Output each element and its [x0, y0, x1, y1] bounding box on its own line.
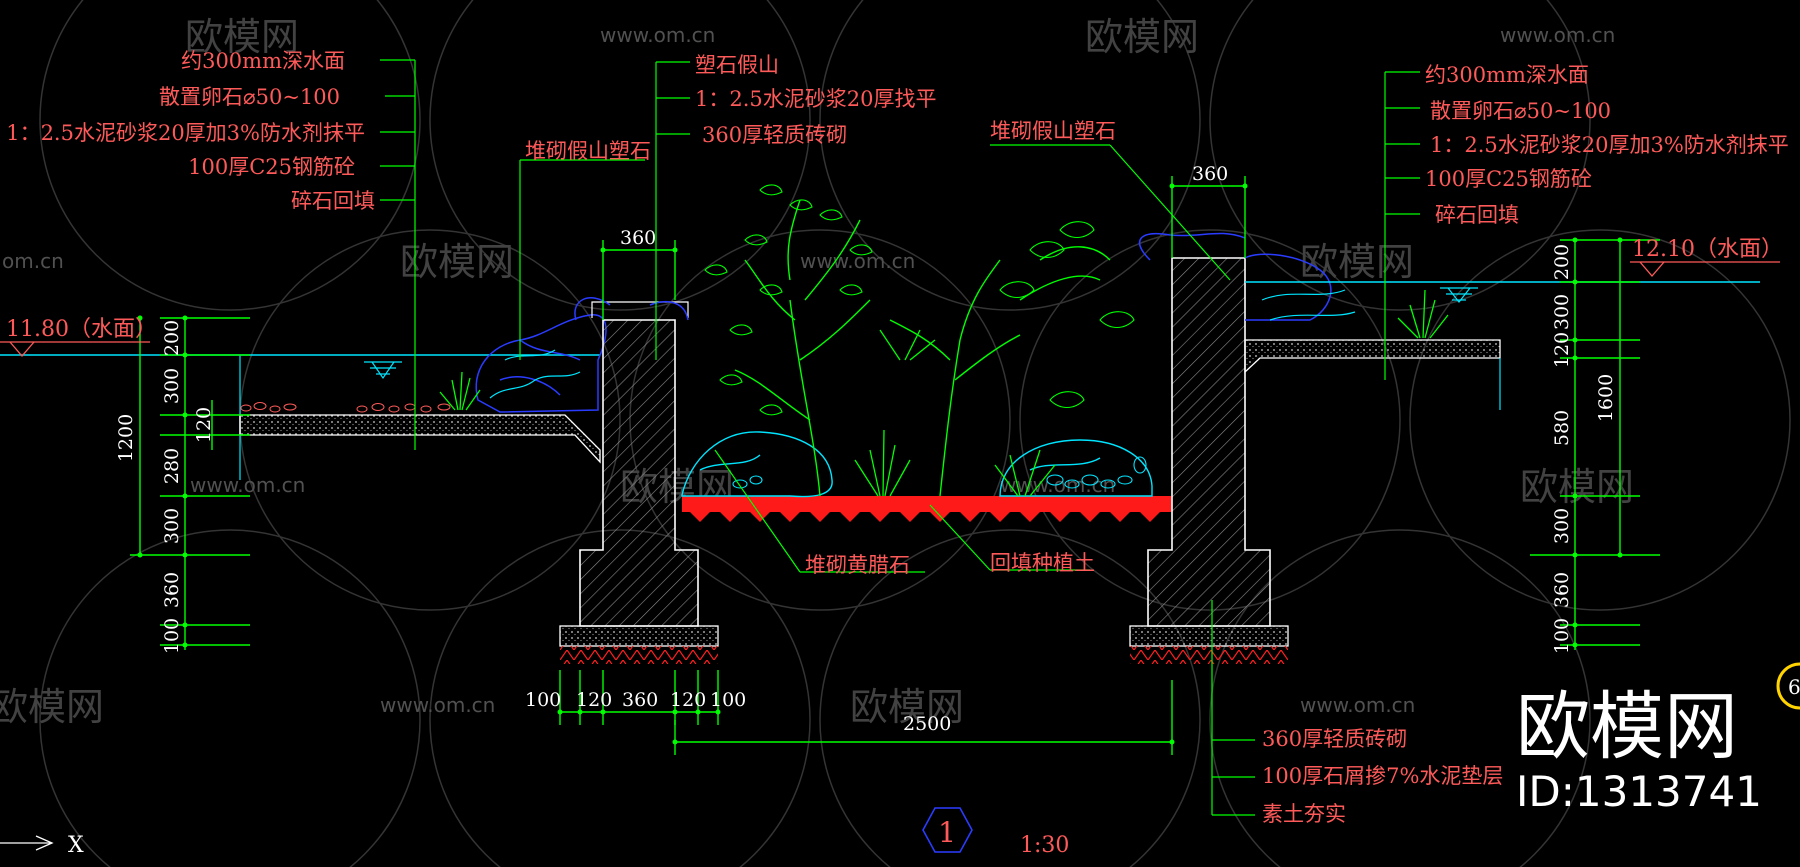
watermark-site: www.om.cn [800, 249, 915, 273]
leader-lines [380, 59, 1420, 816]
left-layer-label: 碎石回填 [291, 189, 375, 213]
center-planter [681, 184, 1172, 522]
annotation-labels: 约300mm深水面 散置卵石⌀50~100 1：2.5水泥砂浆20厚加3%防水剂… [6, 49, 1789, 858]
brand-logo: 欧模网 ID:1313741 [1516, 684, 1762, 816]
watermark-brand: 欧模网 [185, 15, 299, 59]
left-water-level: 11.80（水面） [6, 317, 157, 342]
edge-badge-label: 6 [1788, 675, 1800, 699]
right-pool-section [1244, 281, 1760, 410]
dim-left-total: 1200 [115, 414, 137, 462]
watermark-brand: 欧模网 [1085, 15, 1199, 59]
watermark-brand: 欧模网 [1300, 240, 1414, 284]
dim-span: 2500 [903, 713, 951, 735]
dim-footing: 100 [525, 689, 561, 711]
yellow-stone-label: 堆砌黄腊石 [805, 553, 910, 577]
dim-right: 120 [1551, 332, 1573, 368]
center-layer-label: 1：2.5水泥砂浆20厚找平 [695, 87, 936, 111]
dim-right: 300 [1551, 294, 1573, 330]
watermark-site: www.om.cn [600, 23, 715, 47]
right-layer-label: 约300mm深水面 [1425, 63, 1589, 87]
dim-footing: 120 [576, 689, 612, 711]
dim-right: 360 [1551, 572, 1573, 608]
water-level-markers [0, 261, 1780, 357]
left-layer-label: 1：2.5水泥砂浆20厚加3%防水剂抹平 [6, 121, 365, 145]
logo-id: ID:1313741 [1516, 767, 1762, 816]
dim-wall-right: 360 [1192, 163, 1228, 185]
dim-left: 360 [161, 572, 183, 608]
center-layer-label: 360厚轻质砖砌 [702, 123, 847, 147]
edge-badge: 6 [1776, 662, 1800, 710]
dim-left: 300 [161, 508, 183, 544]
dimension-labels: 360 360 100 120 360 120 100 2500 200 300… [115, 163, 1617, 735]
dim-right: 200 [1551, 244, 1573, 280]
dim-left: 300 [161, 368, 183, 404]
watermark-brand: 欧模网 [850, 685, 964, 729]
dim-left: 200 [161, 320, 183, 356]
center-layer-label: 塑石假山 [695, 53, 779, 77]
section-number: 1 [938, 816, 956, 849]
watermark-site: www.om.cn [1300, 693, 1415, 717]
right-layer-label: 1：2.5水泥砂浆20厚加3%防水剂抹平 [1430, 133, 1789, 157]
left-layer-label: 约300mm深水面 [181, 49, 345, 73]
right-rock-label: 堆砌假山塑石 [990, 119, 1116, 143]
right-layer-label: 碎石回填 [1435, 203, 1519, 227]
right-retaining-wall [1129, 232, 1332, 664]
right-layer-label: 100厚C25钢筋砼 [1425, 167, 1592, 191]
base-layer-label: 360厚轻质砖砌 [1262, 727, 1407, 751]
dimension-ticks [137, 183, 1623, 745]
dim-right: 300 [1551, 508, 1573, 544]
dim-wall-left: 360 [620, 227, 656, 249]
watermark-site: www.om.cn [190, 473, 305, 497]
watermark-brand: 欧模网 [0, 685, 104, 729]
dim-left-inner: 120 [193, 407, 215, 443]
section-marker: 1 [922, 807, 973, 853]
ucs-icon: X [0, 833, 84, 858]
dim-left: 280 [161, 448, 183, 484]
ucs-x-label: X [68, 833, 84, 858]
base-layer-label: 100厚石屑掺7%水泥垫层 [1262, 764, 1503, 788]
dim-footing: 100 [710, 689, 746, 711]
right-layer-label: 散置卵石⌀50~100 [1430, 99, 1611, 123]
watermark-site: www.om.cn [1500, 23, 1615, 47]
dim-footing: 360 [622, 689, 658, 711]
watermark-site: www.om.cn [380, 693, 495, 717]
dim-right: 580 [1551, 410, 1573, 446]
dim-right-total: 1600 [1595, 374, 1617, 422]
watermark-brand: 欧模网 [1520, 465, 1634, 509]
left-rock-label: 堆砌假山塑石 [525, 139, 651, 163]
right-water-level: 12.10（水面） [1632, 237, 1783, 262]
scale-label: 1:30 [1020, 833, 1069, 858]
dim-left: 100 [161, 618, 183, 654]
dim-footing: 120 [670, 689, 706, 711]
watermark-brand: 欧模网 [400, 240, 514, 284]
dimension-lines [130, 176, 1660, 755]
base-layer-label: 素土夯实 [1262, 802, 1346, 826]
dim-right: 100 [1551, 618, 1573, 654]
left-layer-label: 散置卵石⌀50~100 [159, 85, 340, 109]
left-layer-label: 100厚C25钢筋砼 [188, 155, 355, 179]
backfill-label: 回填种植土 [990, 551, 1095, 575]
watermark-site-partial: om.cn [2, 249, 64, 273]
left-retaining-wall [559, 297, 719, 664]
logo-brand: 欧模网 [1516, 684, 1738, 770]
